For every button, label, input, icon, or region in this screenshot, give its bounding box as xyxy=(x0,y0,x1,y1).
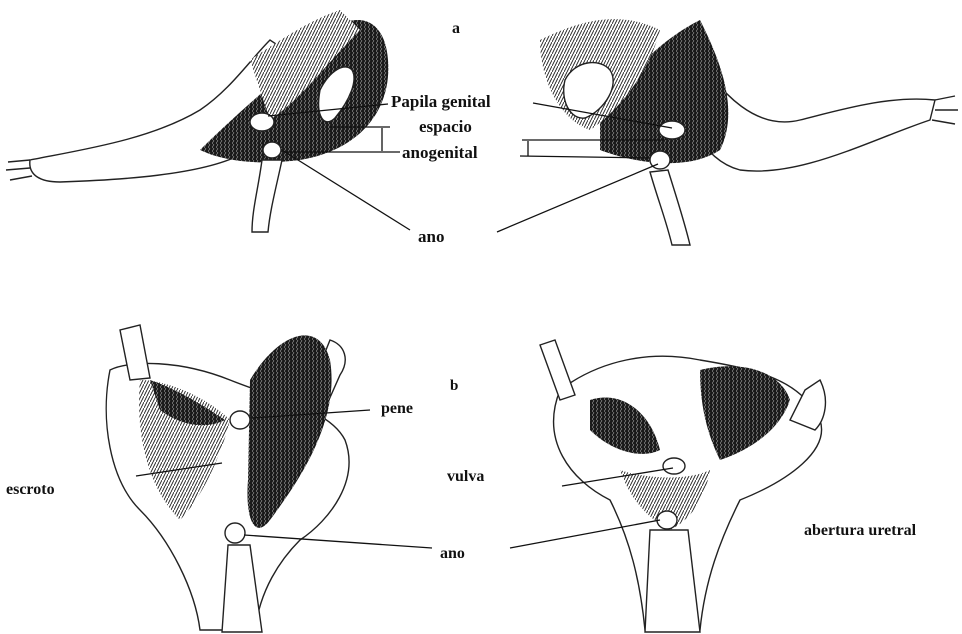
label-vulva: vulva xyxy=(447,468,484,485)
label-papila-genital: Papila genital xyxy=(391,92,491,111)
label-abertura-uretral: abertura uretral xyxy=(804,522,917,539)
leader-ano-a-right xyxy=(497,164,658,232)
panel-a-left-rat-illustration xyxy=(6,10,388,232)
panel-a-letter: a xyxy=(452,20,460,37)
panel-a-right-rat-illustration xyxy=(540,19,958,245)
panel-b-left-rat-illustration xyxy=(106,325,349,632)
label-ano-b: ano xyxy=(440,545,465,562)
label-ano-a: ano xyxy=(418,227,444,246)
label-pene: pene xyxy=(381,400,413,417)
label-espacio: espacio xyxy=(419,117,472,136)
panel-b-right-rat-illustration xyxy=(540,340,825,632)
label-anogenital: anogenital xyxy=(402,143,478,162)
leader-ano-a-left xyxy=(282,150,410,230)
label-escroto: escroto xyxy=(6,481,55,498)
panel-b-letter: b xyxy=(450,378,458,394)
